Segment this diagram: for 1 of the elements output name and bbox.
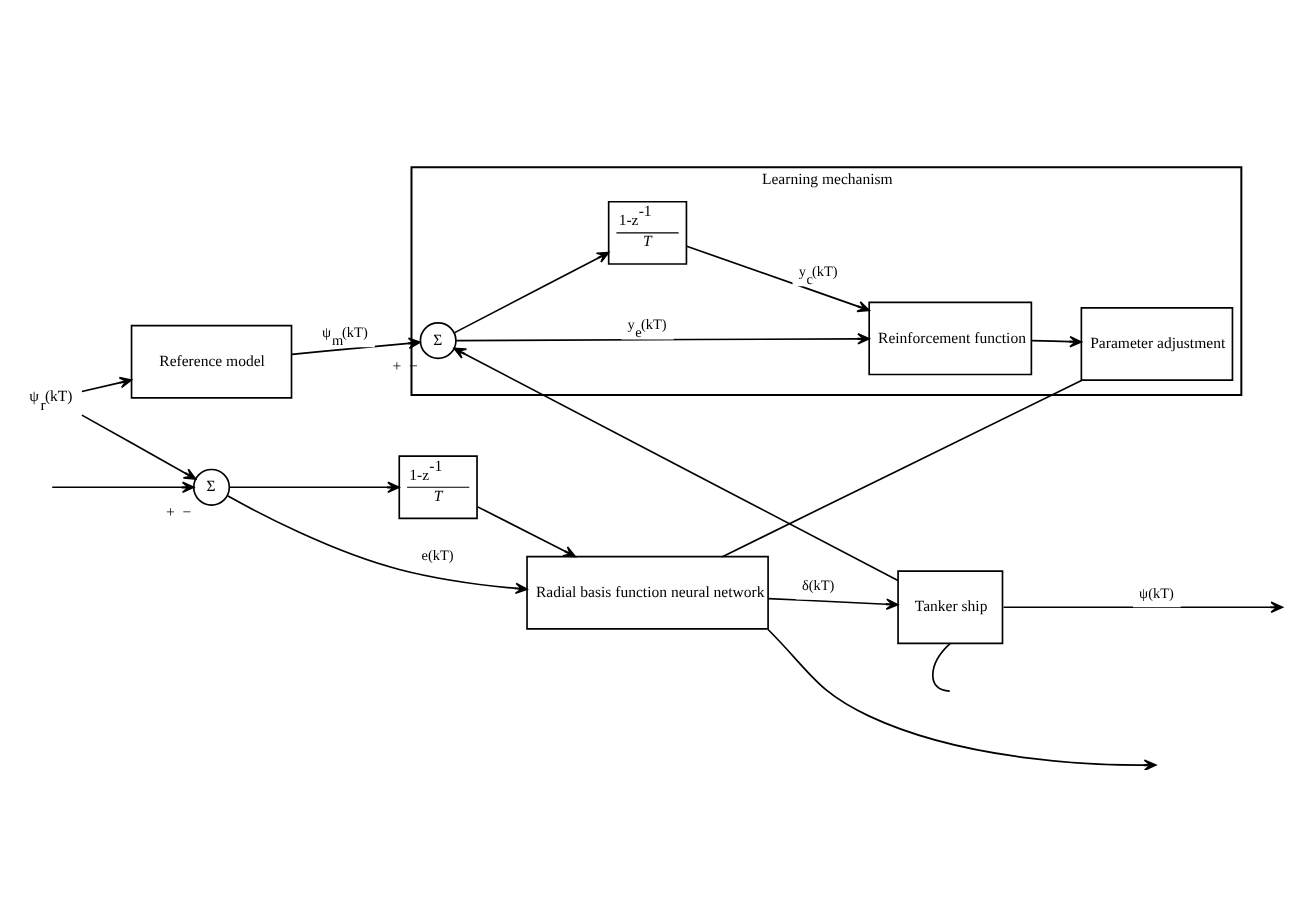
node-label: + −: [165, 502, 192, 521]
